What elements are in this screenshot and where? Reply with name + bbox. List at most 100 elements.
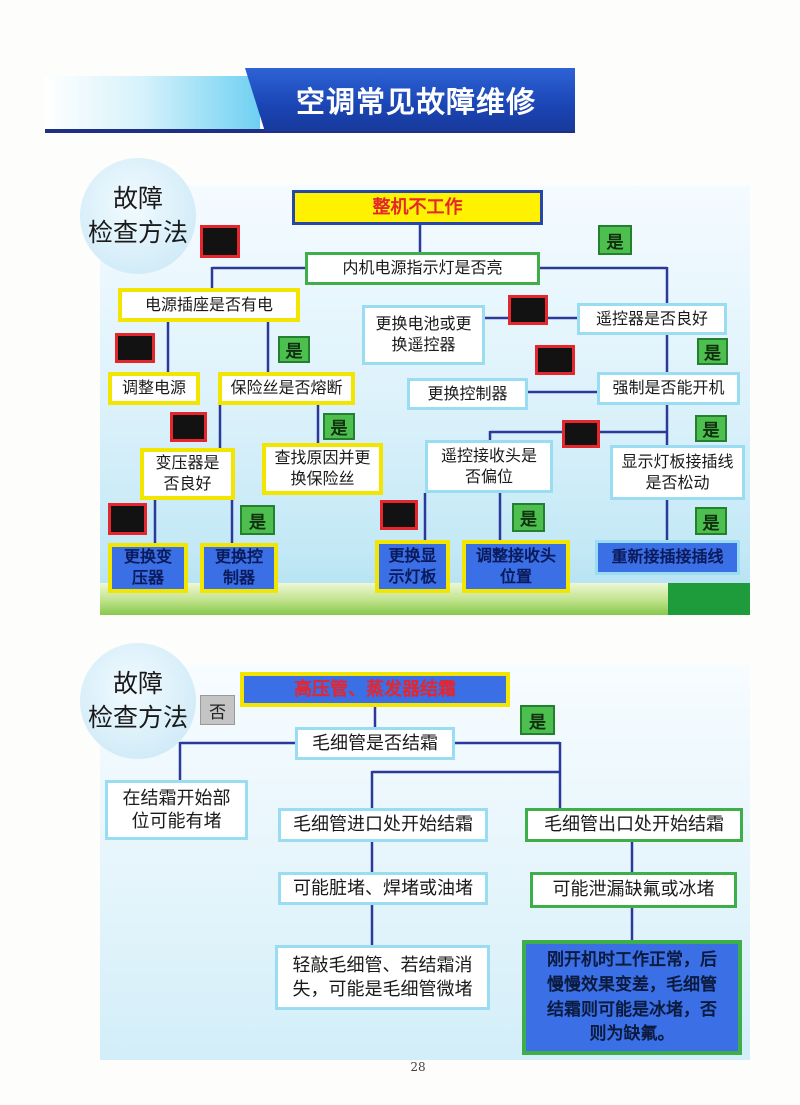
no-marker: [170, 412, 207, 442]
node-text: 换保险丝: [290, 469, 355, 488]
node-text: 是否松动: [645, 472, 710, 492]
yes-label: 是: [285, 342, 303, 362]
node-text: 否偏位: [464, 466, 513, 486]
header-underline: [45, 129, 575, 133]
node-receiver-offset: 遥控接收头是 否偏位: [425, 440, 553, 493]
yes-marker: 是: [695, 507, 727, 535]
node-text: 内机电源指示灯是否亮: [342, 258, 503, 278]
node-adjust-power: 调整电源: [108, 372, 200, 405]
node-display-wire: 显示灯板接插线 是否松动: [610, 445, 745, 500]
yes-label: 是: [520, 510, 537, 530]
yes-marker: 是: [697, 338, 728, 365]
node-fuse: 保险丝是否熔断: [218, 372, 355, 405]
node-text: 可能泄漏缺氟或冰堵: [552, 879, 715, 901]
node-text: 结霜则可能是冰堵，否: [547, 999, 717, 1020]
node-text: 强制是否能开机: [612, 378, 725, 398]
yes-marker: 是: [512, 503, 545, 532]
node-text: 可能脏堵、焊堵或油堵: [293, 877, 473, 899]
node-text: 查找原因并更: [274, 448, 371, 468]
node-text: 位可能有堵: [131, 811, 222, 832]
header-stripe: [45, 76, 260, 130]
no-marker: [380, 500, 418, 530]
no-marker: [535, 345, 575, 375]
node-text: 位置: [499, 566, 532, 586]
node-text: 毛细管进口处开始结霜: [293, 814, 473, 836]
badge-line: 故障: [112, 669, 163, 699]
yes-label: 是: [249, 512, 266, 533]
node-text: 在结霜开始部: [122, 787, 231, 809]
check-method-badge: 故障 检查方法: [80, 158, 196, 274]
node-dirty-blockage: 可能脏堵、焊堵或油堵: [278, 872, 488, 905]
node-text: 失，可能是毛细管微堵: [292, 978, 473, 1000]
yes-label: 是: [704, 344, 721, 364]
yes-marker: 是: [240, 505, 275, 535]
node-text: 毛细管出口处开始结霜: [544, 814, 724, 836]
node-text: 毛细管是否结霜: [312, 732, 438, 754]
node-text: 保险丝是否熔断: [230, 378, 343, 398]
node-text: 更换控制器: [427, 383, 508, 403]
node-replace-battery: 更换电池或更 换遥控器: [362, 305, 485, 365]
node-text: 刚开机时工作正常，后: [547, 950, 717, 971]
no-marker: [115, 333, 155, 363]
yes-marker: 是: [323, 413, 355, 440]
check-method-badge: 故障 检查方法: [80, 643, 196, 759]
node-ice-or-refrigerant-explanation: 刚开机时工作正常，后 慢慢效果变差，毛细管 结霜则可能是冰堵，否 则为缺氟。: [522, 940, 742, 1055]
node-text: 轻敲毛细管、若结霜消: [292, 955, 473, 977]
node-text: 调整接收头: [475, 545, 556, 565]
title-banner: 空调常见故障维修: [245, 68, 575, 131]
node-capillary-frost: 毛细管是否结霜: [295, 727, 455, 760]
node-force-start: 强制是否能开机: [597, 372, 740, 405]
no-label: 否: [209, 702, 226, 723]
node-text: 整机不工作: [372, 196, 463, 218]
node-inlet-frost: 毛细管进口处开始结霜: [278, 808, 488, 842]
node-text: 换遥控器: [391, 335, 456, 354]
page-title: 空调常见故障维修: [295, 84, 536, 119]
node-text: 慢慢效果变差，毛细管: [547, 974, 717, 995]
badge-line: 故障: [112, 184, 163, 214]
badge-line: 检查方法: [87, 703, 188, 732]
node-text: 遥控接收头是: [440, 445, 537, 465]
node-frost-high-pressure: 高压管、蒸发器结霜: [240, 672, 510, 707]
yes-label: 是: [702, 421, 720, 441]
node-text: 显示灯板接插线: [621, 451, 734, 471]
node-power-socket: 电源插座是否有电: [118, 288, 300, 322]
yes-marker: 是: [278, 336, 310, 363]
node-tap-capillary: 轻敲毛细管、若结霜消 失，可能是毛细管微堵: [275, 945, 490, 1010]
node-adjust-receiver: 调整接收头 位置: [462, 540, 570, 593]
node-text: 重新接插接插线: [611, 547, 724, 567]
no-marker: [108, 503, 147, 535]
node-replace-transformer: 更换变 压器: [108, 543, 188, 593]
node-replace-display: 更换显 示灯板: [375, 540, 450, 593]
badge-line: 检查方法: [87, 218, 188, 247]
grass-block-decoration: [668, 583, 750, 615]
node-text: 制器: [222, 568, 255, 587]
node-remote-ok: 遥控器是否良好: [577, 303, 727, 335]
yes-label: 是: [529, 712, 546, 733]
no-marker: 否: [200, 695, 235, 725]
node-text: 更换变: [123, 547, 172, 567]
no-marker: [508, 295, 548, 325]
yes-marker: 是: [598, 225, 632, 255]
node-text: 更换电池或更: [375, 314, 472, 334]
node-outlet-frost: 毛细管出口处开始结霜: [525, 808, 743, 842]
yes-label: 是: [606, 232, 624, 253]
node-transformer: 变压器是 否良好: [140, 448, 235, 500]
node-text: 变压器是: [155, 453, 220, 473]
node-text: 更换显: [388, 545, 437, 565]
yes-marker: 是: [695, 415, 727, 442]
no-marker: [562, 420, 600, 448]
node-find-cause: 查找原因并更 换保险丝: [262, 443, 383, 495]
yes-label: 是: [702, 513, 720, 534]
node-text: 遥控器是否良好: [595, 308, 708, 328]
node-replace-controller-board: 更换控 制器: [200, 543, 278, 593]
yes-marker: 是: [520, 705, 555, 735]
node-text: 调整电源: [121, 378, 186, 398]
node-reconnect: 重新接插接插线: [595, 540, 740, 575]
node-text: 更换控: [214, 547, 263, 567]
node-text: 则为缺氟。: [589, 1024, 675, 1045]
node-text: 高压管、蒸发器结霜: [294, 678, 456, 700]
node-leak-or-ice: 可能泄漏缺氟或冰堵: [530, 872, 737, 908]
page-number: 28: [410, 1060, 426, 1074]
node-text: 否良好: [163, 474, 212, 493]
node-indicator-light: 内机电源指示灯是否亮: [305, 252, 540, 285]
